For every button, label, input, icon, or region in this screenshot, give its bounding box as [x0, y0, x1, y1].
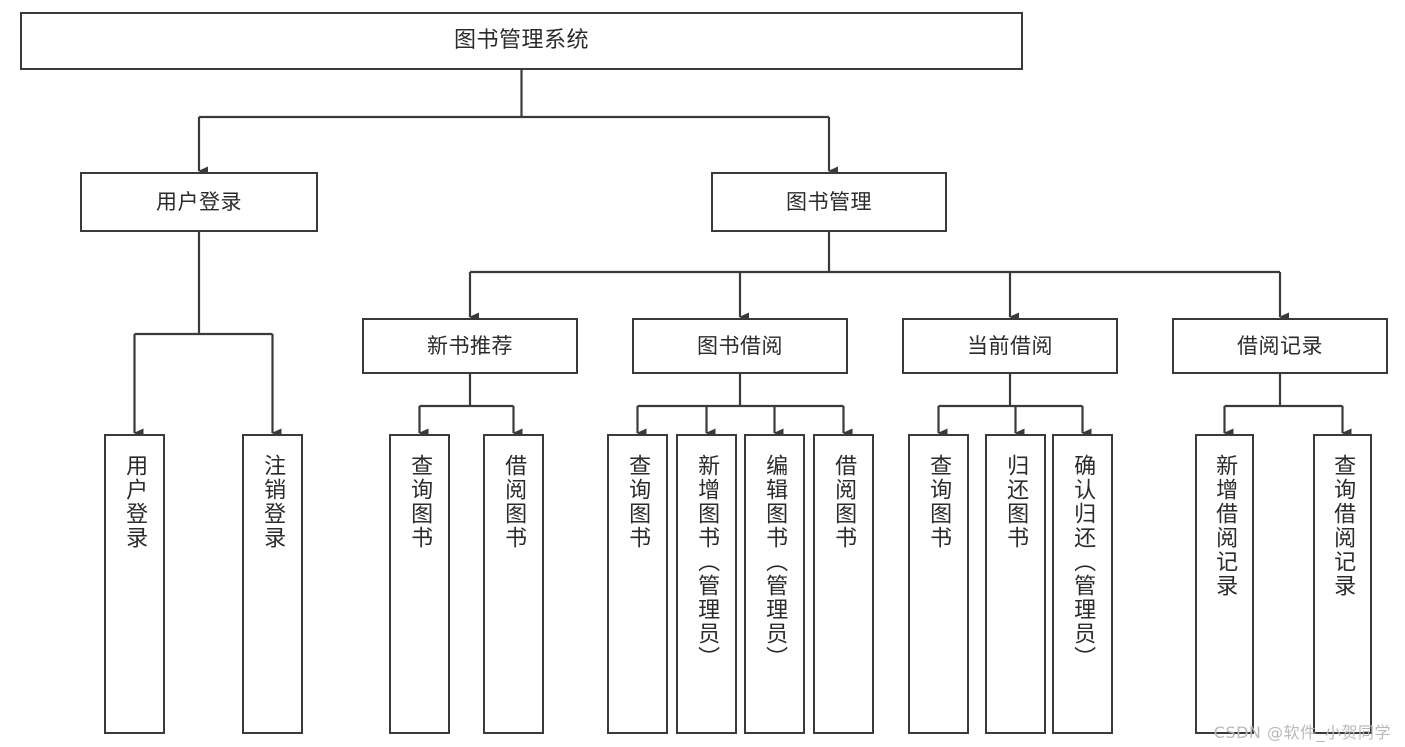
node-label: 查询图书 — [625, 454, 651, 550]
node-label: 新书推荐 — [427, 333, 513, 358]
node-leaf-confirm-return[interactable]: 确认归还（管理员） — [1052, 434, 1113, 734]
node-label: 图书管理 — [786, 189, 872, 214]
node-label: 图书借阅 — [697, 333, 783, 358]
node-book-borrow[interactable]: 图书借阅 — [632, 318, 848, 374]
node-leaf-borrow-book-1[interactable]: 借阅图书 — [483, 434, 544, 734]
node-label: 借阅图书 — [501, 454, 527, 550]
node-label: 借阅记录 — [1237, 333, 1323, 358]
node-leaf-add-record[interactable]: 新增借阅记录 — [1195, 434, 1254, 734]
node-root[interactable]: 图书管理系统 — [20, 12, 1023, 70]
node-user-login[interactable]: 用户登录 — [80, 172, 318, 232]
node-label: 借阅图书 — [831, 454, 857, 550]
node-new-book-rec[interactable]: 新书推荐 — [362, 318, 578, 374]
node-label: 查询图书 — [926, 454, 952, 550]
node-label: 确认归还（管理员） — [1070, 454, 1096, 670]
node-borrow-record[interactable]: 借阅记录 — [1172, 318, 1388, 374]
node-label: 查询图书 — [407, 454, 433, 550]
node-label: 归还图书 — [1003, 454, 1029, 550]
node-label: 用户登录 — [156, 189, 242, 214]
node-leaf-query-record[interactable]: 查询借阅记录 — [1313, 434, 1372, 734]
node-leaf-query-book-3[interactable]: 查询图书 — [908, 434, 969, 734]
node-leaf-query-book-2[interactable]: 查询图书 — [607, 434, 668, 734]
node-leaf-edit-book[interactable]: 编辑图书（管理员） — [744, 434, 805, 734]
node-leaf-user-login[interactable]: 用户登录 — [104, 434, 165, 734]
node-label: 编辑图书（管理员） — [762, 454, 788, 670]
node-label: 用户登录 — [122, 454, 148, 550]
node-label: 当前借阅 — [967, 333, 1053, 358]
node-label: 查询借阅记录 — [1330, 454, 1356, 598]
node-label: 注销登录 — [260, 454, 286, 550]
watermark-text: CSDN @软件_小贺同学 — [1213, 723, 1391, 742]
node-leaf-borrow-book-2[interactable]: 借阅图书 — [813, 434, 874, 734]
node-label: 图书管理系统 — [453, 28, 589, 54]
node-leaf-add-book[interactable]: 新增图书（管理员） — [676, 434, 737, 734]
node-leaf-query-book-1[interactable]: 查询图书 — [389, 434, 450, 734]
node-label: 新增图书（管理员） — [694, 454, 720, 670]
node-label: 新增借阅记录 — [1212, 454, 1238, 598]
node-book-manage[interactable]: 图书管理 — [711, 172, 947, 232]
node-leaf-logout[interactable]: 注销登录 — [242, 434, 303, 734]
node-current-borrow[interactable]: 当前借阅 — [902, 318, 1118, 374]
node-leaf-return-book[interactable]: 归还图书 — [985, 434, 1046, 734]
